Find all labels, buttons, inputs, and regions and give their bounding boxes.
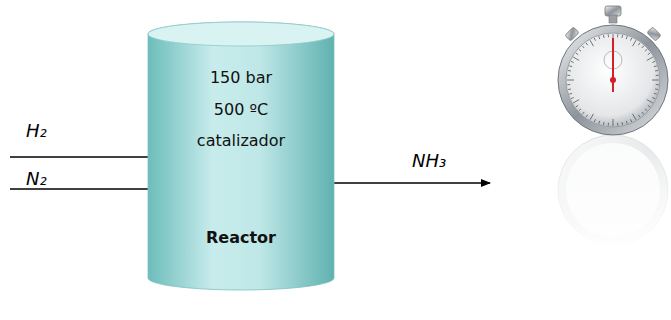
cylinder-outline (148, 22, 334, 290)
hydrogen-label: H₂ (26, 120, 47, 141)
temperature-condition: 500 ºC (148, 100, 334, 119)
nh3-outlet-arrow (318, 182, 490, 183)
stopwatch-reflection (555, 135, 671, 250)
catalyst-condition: catalizador (148, 131, 334, 150)
stopwatch (558, 6, 668, 135)
reactor-vessel: 150 bar 500 ºC catalizadorReactor (148, 22, 334, 290)
ammonia-label: NH₃ (412, 150, 446, 171)
nitrogen-label: N₂ (26, 168, 47, 189)
pressure-condition: 150 bar (148, 68, 334, 87)
reactor-title: Reactor (148, 228, 334, 247)
